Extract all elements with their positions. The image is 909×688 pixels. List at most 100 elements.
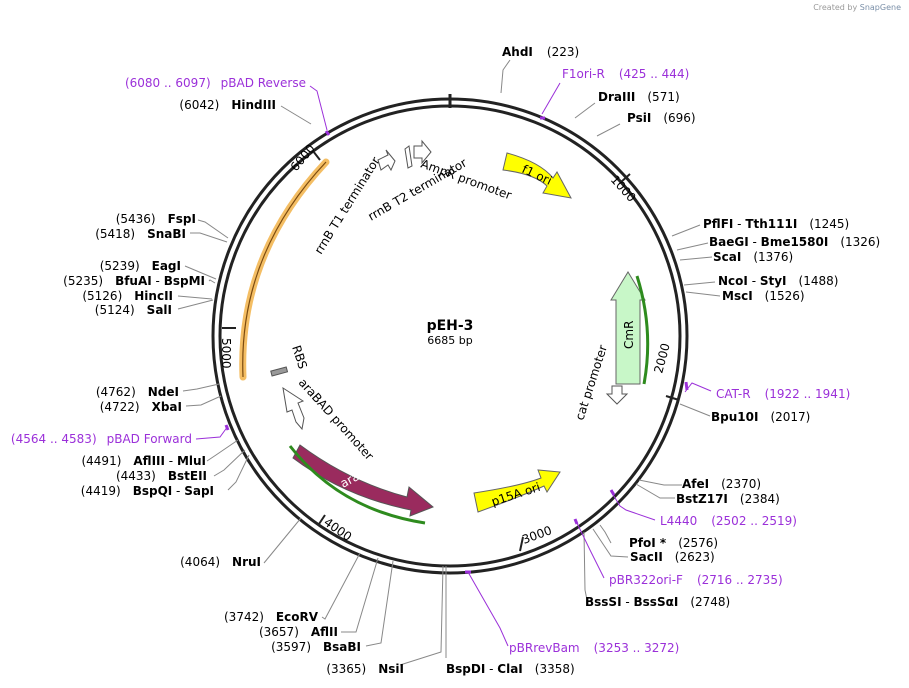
primer-f1ori-r[interactable]: F1ori-R(425 .. 444)	[562, 67, 689, 81]
primer-line-pbad-forward	[195, 425, 229, 440]
feature-ampr-promoter[interactable]: AmpR promoter	[413, 139, 513, 202]
svg-text:BaeGI - Bme1580I(1326): BaeGI - Bme1580I(1326)	[709, 235, 880, 249]
svg-text:(3742)EcoRV: (3742)EcoRV	[224, 610, 319, 624]
enzyme-bfuai-bspmi[interactable]: (5235)BfuAI - BspMI	[63, 274, 205, 288]
svg-text:(5126)HincII: (5126)HincII	[82, 289, 173, 303]
enzyme-draiii[interactable]: DraIII(571)	[598, 90, 680, 104]
leader-ecorv	[321, 552, 361, 620]
leader-scai	[679, 256, 713, 261]
enzyme-bspqi-sapi[interactable]: (4419)BspQI - SapI	[81, 484, 214, 498]
enzyme-sali[interactable]: (5124)SalI	[95, 303, 172, 317]
enzyme-bsteii[interactable]: (4433)BstEII	[116, 469, 207, 483]
enzyme-fspi[interactable]: (5436)FspI	[116, 212, 196, 226]
leader-bsssi	[583, 531, 588, 601]
arac-strand-line	[288, 445, 426, 525]
enzyme-baegi-bme1580i[interactable]: BaeGI - Bme1580I(1326)	[709, 235, 880, 249]
enzyme-msci[interactable]: MscI(1526)	[722, 289, 805, 303]
svg-text:pBRrevBam(3253 .. 3272): pBRrevBam(3253 .. 3272)	[509, 641, 679, 655]
feature-label-cmr: CmR	[622, 321, 636, 349]
svg-text:BssSI - BssSαI(2748): BssSI - BssSαI(2748)	[585, 595, 730, 609]
svg-text:PsiI(696): PsiI(696)	[627, 111, 696, 125]
enzyme-eagi[interactable]: (5239)EagI	[100, 259, 181, 273]
feature-rbs[interactable]: RBS	[270, 344, 310, 377]
primer-pbad-reverse[interactable]: (6080 .. 6097)pBAD Reverse	[125, 76, 306, 90]
leader-ndei	[182, 383, 220, 392]
enzyme-pflfi-tth111i[interactable]: PflFI - Tth111I(1245)	[703, 217, 849, 231]
svg-text:(3365)NsiI: (3365)NsiI	[326, 662, 404, 676]
primer-pbad-forward[interactable]: (4564 .. 4583)pBAD Forward	[11, 432, 192, 446]
enzyme-afei[interactable]: AfeI(2370)	[682, 477, 761, 491]
feature-label-rbs: RBS	[289, 344, 310, 371]
primer-cat-r[interactable]: CAT-R(1922 .. 1941)	[716, 387, 850, 401]
leader-ncoi	[683, 281, 716, 286]
enzyme-ecorv[interactable]: (3742)EcoRV	[224, 610, 319, 624]
enzyme-bpu10i[interactable]: Bpu10I(2017)	[711, 410, 810, 424]
feature-orange-arc-strand	[242, 161, 327, 378]
primer-l4440[interactable]: L4440(2502 .. 2519)	[660, 514, 797, 528]
primer-line-pbrrevbam	[467, 571, 509, 647]
enzyme-xbai[interactable]: (4722)XbaI	[100, 400, 182, 414]
plasmid-name: pEH-3	[427, 318, 474, 334]
svg-text:(4564 .. 4583)pBAD Forward: (4564 .. 4583)pBAD Forward	[11, 432, 192, 446]
credit-prefix: Created by	[813, 3, 858, 12]
enzyme-nrui[interactable]: (4064)NruI	[180, 555, 261, 569]
svg-text:(3597)BsaBI: (3597)BsaBI	[271, 640, 361, 654]
feature-orange-arc	[239, 158, 330, 381]
tick-3000-mark	[519, 536, 524, 552]
primer-pbr322ori-f[interactable]: pBR322ori-F(2716 .. 2735)	[609, 573, 783, 587]
enzyme-ahdi[interactable]: AhdI(223)	[502, 45, 579, 59]
svg-text:L4440(2502 .. 2519): L4440(2502 .. 2519)	[660, 514, 797, 528]
primer-line-pbad-reverse	[309, 85, 328, 131]
svg-text:Bpu10I(2017): Bpu10I(2017)	[711, 410, 810, 424]
svg-text:(4722)XbaI: (4722)XbaI	[100, 400, 182, 414]
leader-psii	[596, 123, 621, 137]
leader-nsii	[399, 565, 444, 666]
enzyme-hindiii[interactable]: (6042)HindIII	[179, 98, 276, 112]
tick-1000-mark	[620, 173, 631, 183]
feature-cmr[interactable]: CmR	[610, 271, 650, 385]
enzyme-sacii[interactable]: SacII(2623)	[630, 550, 715, 564]
feature-label-p15a-ori: p15A ori	[490, 480, 542, 509]
leader-nrui	[263, 517, 302, 564]
enzyme-bsssi-bsssai[interactable]: BssSI - BssSαI(2748)	[585, 595, 730, 609]
primer-line-l4440	[611, 492, 656, 521]
svg-text:(4419)BspQI - SapI: (4419)BspQI - SapI	[81, 484, 214, 498]
leader-msci	[685, 291, 721, 297]
leader-bsabi	[365, 560, 394, 647]
enzyme-snabi[interactable]: (5418)SnaBI	[95, 227, 186, 241]
primer-pbrrevbam[interactable]: pBRrevBam(3253 .. 3272)	[509, 641, 679, 655]
enzyme-bstz17i[interactable]: BstZ17I(2384)	[676, 492, 780, 506]
svg-text:(4762)NdeI: (4762)NdeI	[96, 385, 179, 399]
svg-text:SacII(2623): SacII(2623)	[630, 550, 715, 564]
enzyme-ncoi-styi[interactable]: NcoI - StyI(1488)	[718, 274, 838, 288]
enzyme-afliii-mlui[interactable]: (4491)AflIII - MluI	[81, 454, 206, 468]
feature-p15a-ori[interactable]: p15A ori	[473, 469, 561, 513]
enzyme-scai[interactable]: ScaI(1376)	[713, 250, 793, 264]
svg-text:NcoI - StyI(1488): NcoI - StyI(1488)	[718, 274, 838, 288]
leader-afei	[638, 479, 682, 486]
leader-bpu10i	[679, 403, 711, 417]
feature-f1-ori[interactable]: f1 ori	[502, 152, 572, 199]
primer-mark-pbad-reverse	[324, 130, 331, 136]
primer-labels: F1ori-R(425 .. 444) CAT-R(1922 .. 1941) …	[11, 67, 850, 655]
leader-eagi	[184, 265, 217, 280]
svg-text:(6080 .. 6097)pBAD Reverse: (6080 .. 6097)pBAD Reverse	[125, 76, 306, 90]
primer-line-pbr322ori-f	[575, 520, 605, 579]
svg-text:(4491)AflIII - MluI: (4491)AflIII - MluI	[81, 454, 206, 468]
enzyme-psii[interactable]: PsiI(696)	[627, 111, 696, 125]
tick-6000-mark	[312, 150, 321, 161]
enzyme-aflii[interactable]: (3657)AflII	[259, 625, 338, 639]
enzyme-bspdi-clai[interactable]: BspDI - ClaI(3358)	[446, 662, 575, 676]
enzyme-hincii[interactable]: (5126)HincII	[82, 289, 173, 303]
enzyme-nsii[interactable]: (3365)NsiI	[326, 662, 404, 676]
enzyme-pfoi[interactable]: PfoI *(2576)	[629, 536, 718, 550]
primer-mark-pbr322ori-f	[573, 518, 579, 525]
plasmid-backbone	[211, 94, 689, 575]
leader-baegi	[676, 242, 709, 251]
svg-text:MscI(1526): MscI(1526)	[722, 289, 805, 303]
enzyme-ndei[interactable]: (4762)NdeI	[96, 385, 179, 399]
svg-text:(3657)AflII: (3657)AflII	[259, 625, 338, 639]
leader-hincii	[177, 295, 213, 300]
primer-mark-cat-r	[684, 381, 689, 391]
enzyme-bsabi[interactable]: (3597)BsaBI	[271, 640, 361, 654]
